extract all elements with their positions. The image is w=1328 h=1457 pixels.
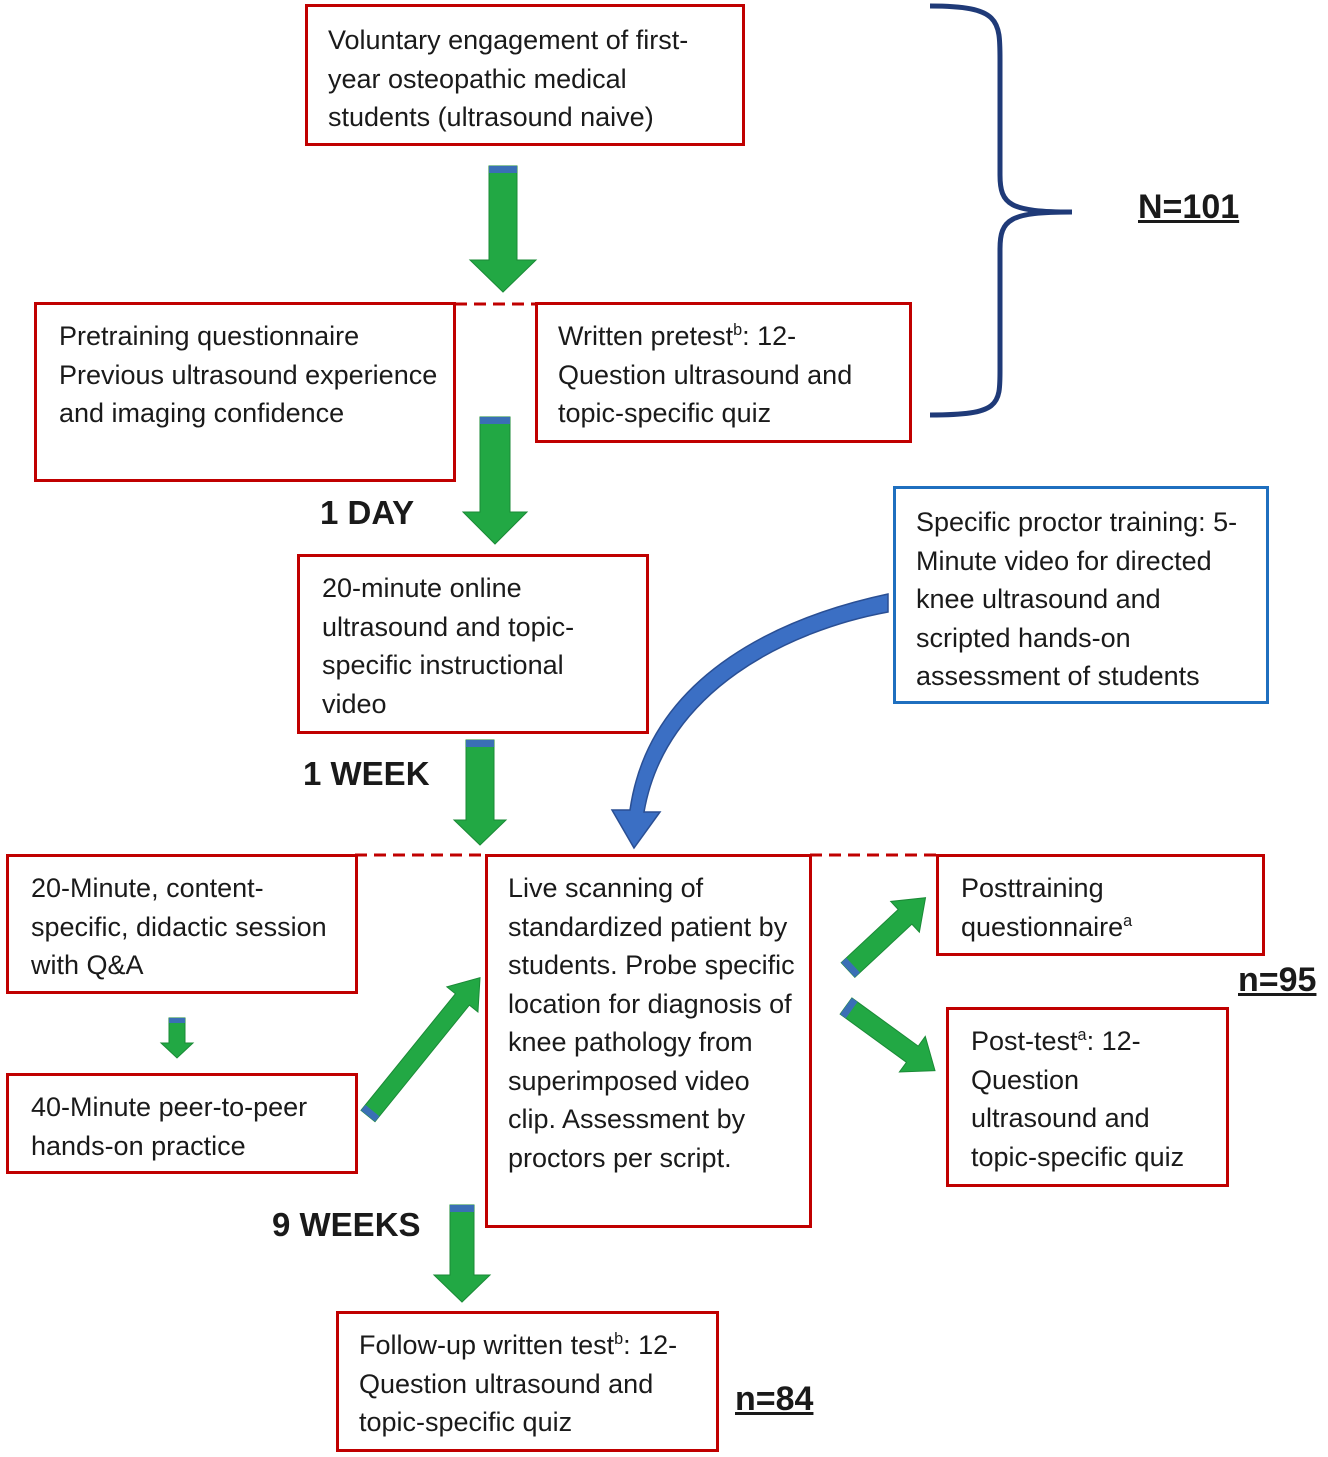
diagonal-arrow-to-posttraining [840,897,927,979]
interval-label-9-weeks: 9 WEEKS [272,1206,421,1243]
curved-arrow-proctor-to-live [610,593,889,850]
down-arrow-1 [468,165,538,293]
interval-label-1-day: 1 DAY [320,494,415,531]
didactic-session-text: 20-Minute, content-specific, didactic se… [31,873,327,980]
down-arrow-small [159,1017,195,1059]
count-n95: n=95 [1238,961,1317,999]
posttraining-label: Posttraining questionnaire [961,873,1124,942]
down-arrow-4 [432,1204,492,1303]
followup-test-box: Follow-up written testb: 12-Question ult… [336,1311,719,1452]
posttest-label: Post-test [971,1026,1078,1056]
enrollment-box: Voluntary engagement of first-year osteo… [305,4,745,146]
followup-description: : 12-Question ultrasound and topic-speci… [359,1330,678,1437]
down-arrow-2 [461,416,529,545]
proctor-training-text: Specific proctor training: 5-Minute vide… [916,507,1238,691]
pretraining-questionnaire-text: Pretraining questionnaire Previous ultra… [59,321,438,428]
count-n84: n=84 [735,1380,814,1418]
enrollment-text: Voluntary engagement of first-year osteo… [328,25,689,132]
interval-label-1-week: 1 WEEK [303,755,430,792]
pretest-description: : 12-Question ultrasound and topic-speci… [558,321,853,428]
proctor-training-box: Specific proctor training: 5-Minute vide… [893,486,1269,704]
down-arrow-3 [452,739,508,846]
diagonal-arrow-peer-to-live [360,976,481,1123]
live-scanning-text: Live scanning of standardized patient by… [508,873,795,1173]
brace [929,3,1073,418]
posttest-footnote-mark: a [1077,1026,1087,1044]
followup-label: Follow-up written test [359,1330,615,1360]
pretraining-questionnaire-box: Pretraining questionnaire Previous ultra… [34,302,456,482]
pretest-footnote-mark: b [733,321,743,339]
live-scanning-box: Live scanning of standardized patient by… [485,854,812,1228]
diagonal-arrow-to-posttest [839,997,936,1073]
instructional-video-box: 20-minute online ultrasound and topic-sp… [297,554,649,734]
posttest-box: Post-testa: 12-Question ultrasound and t… [946,1007,1229,1187]
posttest-description: : 12-Question ultrasound and topic-speci… [971,1026,1185,1172]
count-n101: N=101 [1138,188,1240,226]
posttraining-footnote-mark: a [1123,911,1133,930]
followup-footnote-mark: b [614,1330,624,1348]
didactic-session-box: 20-Minute, content-specific, didactic se… [6,854,358,994]
pretest-label: Written pretest [558,321,734,351]
instructional-video-text: 20-minute online ultrasound and topic-sp… [322,573,575,719]
posttraining-questionnaire-box: Posttraining questionnairea [936,854,1265,956]
peer-practice-text: 40-Minute peer-to-peer hands-on practice [31,1092,308,1161]
written-pretest-box: Written pretestb: 12-Question ultrasound… [535,302,912,443]
peer-practice-box: 40-Minute peer-to-peer hands-on practice [6,1073,358,1174]
